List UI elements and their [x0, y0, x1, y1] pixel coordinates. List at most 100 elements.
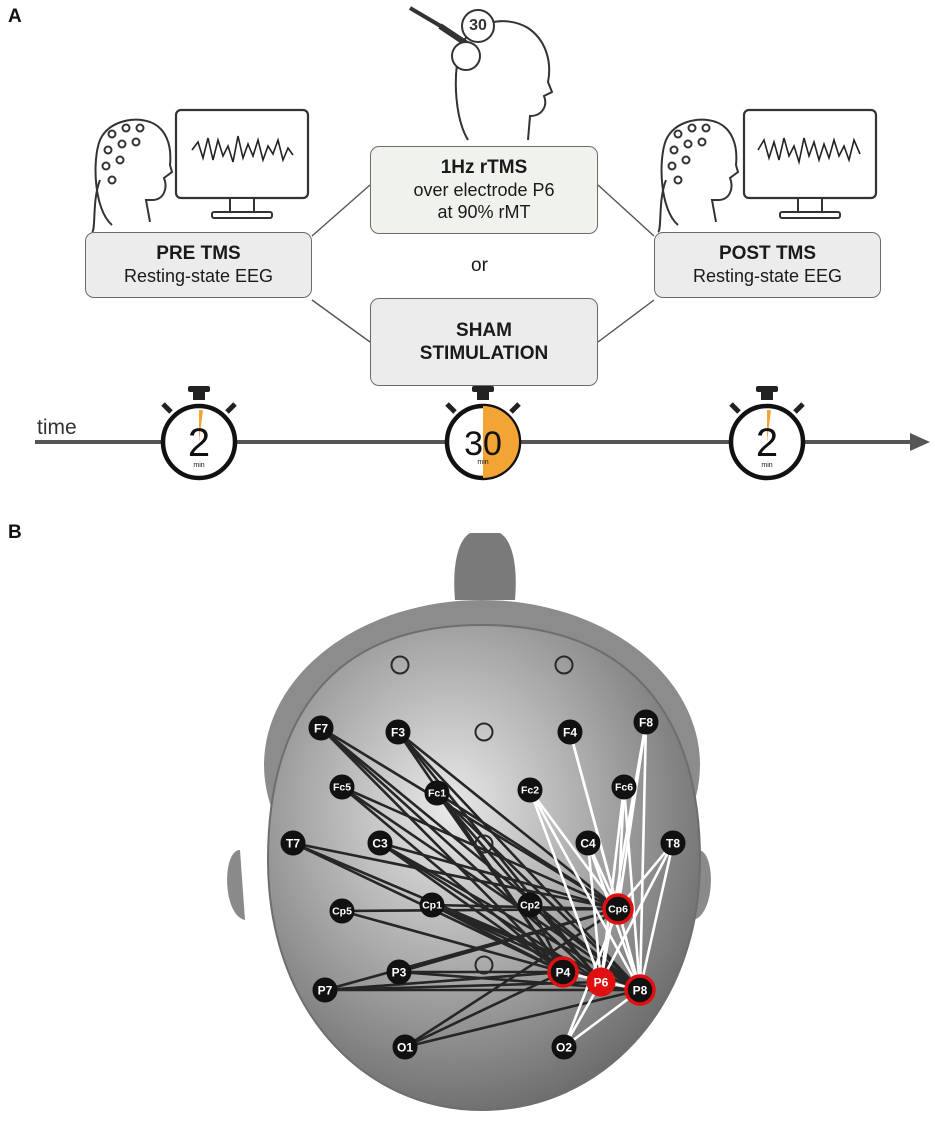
electrode-label-f7: F7 — [314, 722, 328, 736]
electrode-c4: C4 — [575, 830, 601, 856]
electrode-fc1: Fc1 — [424, 780, 450, 806]
timer-unit-pre: min — [193, 462, 204, 469]
electrode-fc6: Fc6 — [611, 774, 637, 800]
timer-value-pre: 2 — [188, 421, 210, 465]
electrode-f7: F7 — [308, 715, 334, 741]
stopwatch-icon-pre — [160, 386, 238, 481]
post-tms-box: POST TMS Resting-state EEG — [654, 232, 881, 298]
electrode-label-p4: P4 — [556, 966, 571, 980]
light-connection-fc2-p8 — [528, 788, 642, 992]
unused-electrode-sites — [390, 655, 574, 975]
electrode-p8: P8 — [624, 974, 656, 1006]
dark-connection-t7-cp6 — [291, 841, 620, 911]
sham-box: SHAM STIMULATION — [370, 298, 598, 386]
post-tms-title: POST TMS — [718, 243, 817, 265]
flow-connectors — [311, 184, 655, 343]
electrode-label-t8: T8 — [666, 837, 680, 851]
electrode-t7: T7 — [280, 830, 306, 856]
timer-unit-stim: min — [477, 459, 488, 466]
electrode-label-fc1: Fc1 — [428, 788, 446, 800]
post-tms-subtitle: Resting-state EEG — [692, 265, 843, 286]
electrode-p4: P4 — [547, 956, 579, 988]
light-connection-f8-p6 — [599, 720, 648, 984]
pre-eeg-monitor-icon — [174, 108, 310, 219]
dark-connection-fc1-p4 — [435, 791, 565, 974]
electrode-fc2: Fc2 — [517, 777, 543, 803]
dark-connection-o1-p8 — [403, 988, 642, 1049]
electrode-label-o1: O1 — [397, 1041, 413, 1055]
timeline-label: time — [37, 416, 77, 439]
dark-connection-c3-cp6 — [378, 841, 620, 911]
dark-connection-p7-p4 — [323, 970, 565, 992]
timer-unit-post: min — [761, 462, 772, 469]
panel-label-b: B — [8, 522, 22, 543]
light-connection-fc6-p8 — [622, 785, 642, 992]
pre-tms-box: PRE TMS Resting-state EEG — [85, 232, 312, 298]
electrode-f3: F3 — [385, 719, 411, 745]
or-label: or — [471, 255, 488, 276]
light-connection-t8-p6 — [599, 841, 675, 984]
electrode-label-cp1: Cp1 — [422, 900, 442, 912]
light-connection-fc2-p6 — [528, 788, 603, 984]
electrode-label-f4: F4 — [563, 726, 577, 740]
timer-value-post: 2 — [756, 421, 778, 465]
light-connection-o2-p8 — [562, 988, 642, 1049]
electrode-cp1: Cp1 — [419, 892, 445, 918]
electrode-label-fc5: Fc5 — [333, 782, 351, 794]
electrode-p7: P7 — [312, 977, 338, 1003]
rtms-box: 1Hz rTMS over electrode P6 at 90% rMT — [370, 146, 598, 234]
light-connection-f8-p8 — [638, 720, 648, 992]
svg-text:30: 30 — [469, 17, 487, 34]
tms-coil-person-illustration: 30 — [408, 6, 554, 141]
electrode-p6: P6 — [586, 967, 616, 997]
electrode-f8: F8 — [633, 709, 659, 735]
dark-connection-cp2-p8 — [528, 903, 642, 992]
dark-connection-f7-p6 — [319, 726, 603, 984]
dark-connection-f3-cp6 — [396, 730, 620, 911]
pre-eeg-person-illustration — [91, 118, 174, 233]
dark-connection-fc1-cp6 — [435, 791, 620, 911]
electrode-label-f8: F8 — [639, 716, 653, 730]
dark-connection-fc5-cp6 — [340, 785, 620, 911]
panel-label-a: A — [8, 6, 22, 27]
stopwatch-icon-post — [728, 386, 806, 481]
light-connection-fc6-p6 — [599, 785, 626, 984]
electrode-label-f3: F3 — [391, 726, 405, 740]
dark-connection-fc1-p6 — [435, 791, 603, 984]
electrode-label-o2: O2 — [556, 1041, 572, 1055]
dark-connection-p3-cp6 — [397, 907, 620, 974]
electrode-o1: O1 — [392, 1034, 418, 1060]
electrode-label-cp2: Cp2 — [520, 900, 540, 912]
electrode-label-c3: C3 — [372, 837, 388, 851]
electrode-label-fc6: Fc6 — [615, 782, 633, 794]
dark-connection-o1-p4 — [403, 970, 565, 1049]
dark-connection-cp5-cp6 — [340, 907, 620, 913]
rtms-line2: at 90% rMT — [437, 201, 531, 222]
post-eeg-monitor-icon — [742, 108, 878, 219]
electrode-label-p6: P6 — [594, 976, 609, 990]
electrode-label-fc2: Fc2 — [521, 785, 539, 797]
dark-connection-cp5-p4 — [340, 909, 565, 974]
dark-connection-f3-p8 — [396, 730, 642, 992]
pre-tms-subtitle: Resting-state EEG — [123, 265, 274, 286]
electrode-label-p8: P8 — [633, 984, 648, 998]
electrode-cp5: Cp5 — [329, 898, 355, 924]
electrode-label-p7: P7 — [318, 984, 333, 998]
pre-tms-title: PRE TMS — [156, 243, 241, 265]
light-connection-t8-p8 — [638, 841, 675, 992]
timer-value-stim: 30 — [464, 425, 502, 463]
electrode-label-cp5: Cp5 — [332, 906, 352, 918]
electrode-fc5: Fc5 — [329, 774, 355, 800]
electrode-label-t7: T7 — [286, 837, 300, 851]
electrode-cp6: Cp6 — [602, 893, 634, 925]
stopwatch-icon-stim — [444, 386, 522, 481]
electrode-label-cp6: Cp6 — [608, 904, 628, 916]
electrode-c3: C3 — [367, 830, 393, 856]
electrode-p3: P3 — [386, 959, 412, 985]
electrode-o2: O2 — [551, 1034, 577, 1060]
sham-line2: STIMULATION — [419, 343, 549, 364]
electrode-label-p3: P3 — [392, 966, 407, 980]
post-eeg-person-illustration — [657, 118, 740, 233]
